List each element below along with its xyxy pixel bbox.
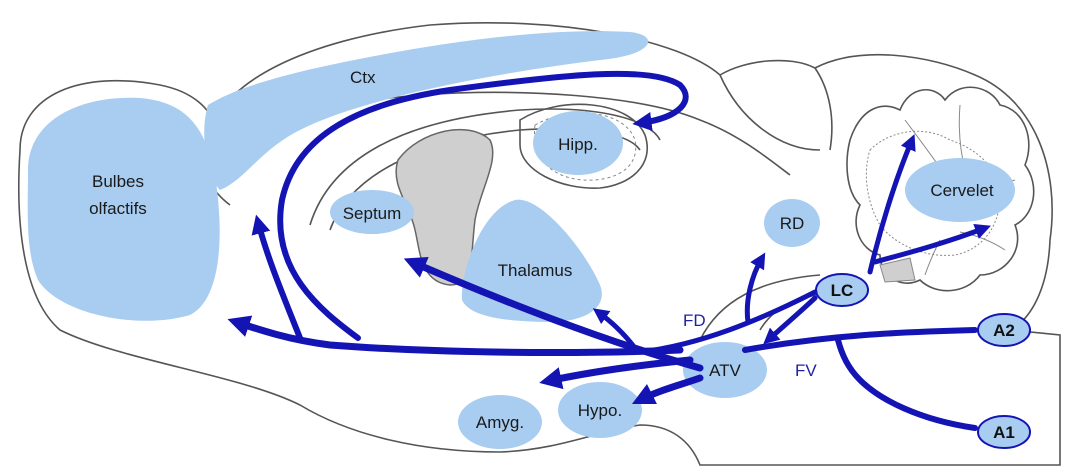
label-bulbes-1: Bulbes (92, 172, 144, 191)
label-lc: LC (831, 281, 854, 300)
label-thalamus: Thalamus (498, 261, 573, 280)
label-amyg: Amyg. (476, 413, 524, 432)
arrow-a1-fv (838, 340, 975, 428)
label-cervelet: Cervelet (930, 181, 994, 200)
label-septum: Septum (343, 204, 402, 223)
label-atv: ATV (709, 361, 741, 380)
label-ctx: Ctx (350, 68, 376, 87)
arrow-to-hypo (640, 378, 700, 400)
label-fv: FV (795, 361, 817, 380)
label-rd: RD (780, 214, 805, 233)
label-hipp: Hipp. (558, 135, 598, 154)
arrow-to-cerebellum-right (875, 228, 985, 262)
label-hypo: Hypo. (578, 401, 622, 420)
label-fd: FD (683, 311, 706, 330)
label-a2: A2 (993, 321, 1015, 340)
arrow-to-amyg (548, 360, 690, 381)
label-a1: A1 (993, 423, 1015, 442)
label-bulbes-2: olfactifs (89, 199, 147, 218)
